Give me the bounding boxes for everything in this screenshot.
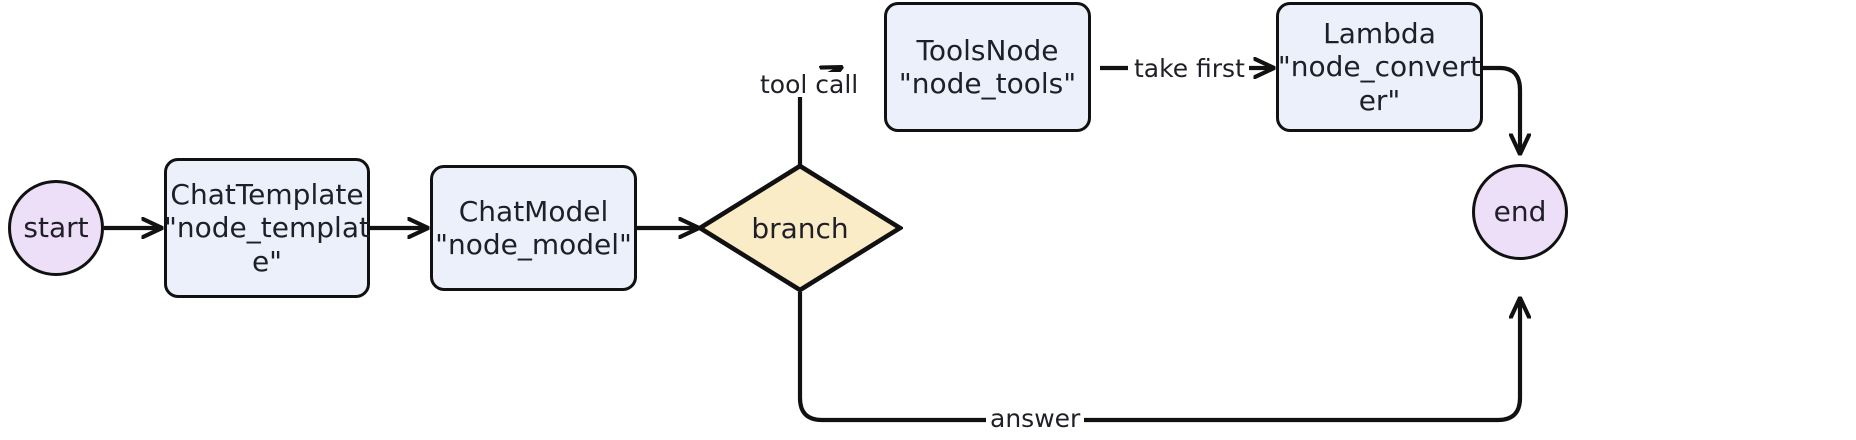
node-converter[interactable]: Lambda "node_convert er" — [1276, 2, 1483, 132]
node-tools[interactable]: ToolsNode "node_tools" — [884, 2, 1091, 132]
edge-label-take-first: take first — [1130, 56, 1249, 81]
node-start[interactable]: start — [8, 180, 104, 276]
edge-converter-to-end — [1483, 65, 1520, 152]
edge-label-answer: answer — [986, 406, 1085, 431]
node-start-label: start — [23, 211, 89, 245]
edge-branch-to-end — [797, 292, 1520, 423]
node-chat-model[interactable]: ChatModel "node_model" — [430, 165, 637, 291]
node-chat-model-label: ChatModel "node_model" — [435, 194, 632, 261]
node-end[interactable]: end — [1472, 164, 1568, 260]
edge-label-tool-call: tool call — [756, 72, 863, 97]
node-branch[interactable]: branch — [697, 163, 903, 293]
node-chat-template-label: ChatTemplate "node_templat e" — [164, 178, 370, 278]
node-end-label: end — [1493, 195, 1547, 229]
node-converter-label: Lambda "node_convert er" — [1277, 17, 1482, 117]
node-chat-template[interactable]: ChatTemplate "node_templat e" — [164, 158, 370, 298]
diamond-shape-icon — [697, 163, 903, 293]
node-tools-label: ToolsNode "node_tools" — [898, 33, 1077, 100]
